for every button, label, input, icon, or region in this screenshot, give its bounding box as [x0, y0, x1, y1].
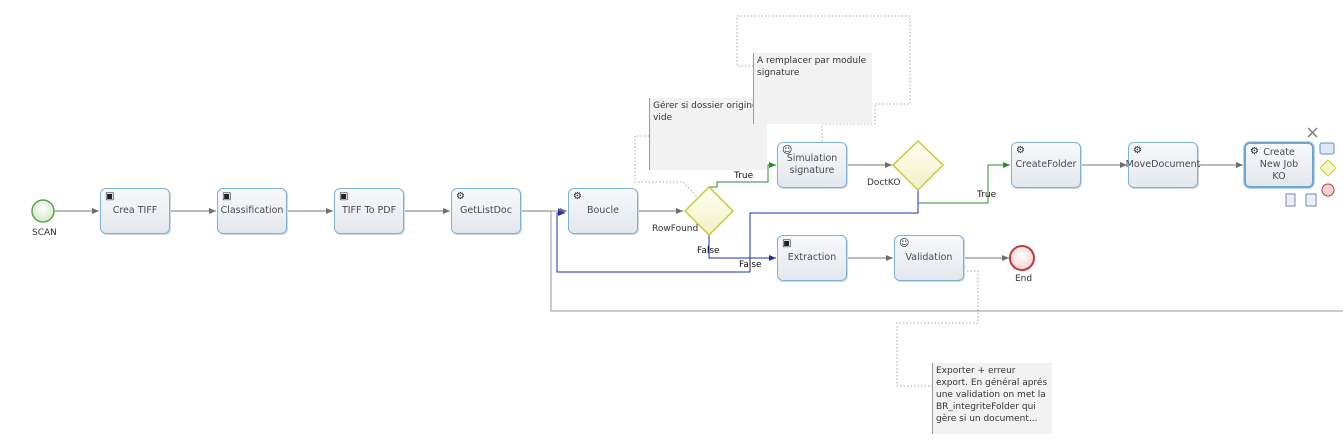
task-crea-tiff[interactable]: ▣ Crea TIFF	[100, 188, 170, 234]
context-pad[interactable]	[1285, 127, 1337, 207]
flow-label-doctko-false: False	[739, 260, 762, 270]
gateway-rowfound	[683, 185, 735, 237]
camera-icon: ▣	[782, 238, 792, 249]
task-move-document[interactable]: ⚙ MoveDocument	[1126, 142, 1200, 188]
task-create-new-job-ko[interactable]: ⚙ Create New Job KO	[1244, 142, 1314, 188]
sequence-flows	[55, 162, 1343, 312]
annotation-exporter[interactable]: Exporter + erreur export. En général apr…	[932, 363, 1052, 434]
gears-icon: ⚙	[456, 191, 465, 202]
context-gateway-icon	[1319, 159, 1337, 177]
flow-rowfound-false	[708, 235, 776, 261]
end-event-label: End	[1015, 274, 1033, 284]
gateway-doctko	[891, 139, 945, 192]
task-create-folder[interactable]: ⚙ CreateFolder	[1011, 142, 1081, 188]
context-close-icon	[1307, 127, 1318, 138]
start-event-label: SCAN	[32, 228, 57, 238]
task-boucle[interactable]: ⚙ Boucle	[568, 188, 638, 234]
task-tiff-to-pdf[interactable]: ▣ TIFF To PDF	[334, 188, 404, 234]
flow-label-rowfound-false: False	[697, 246, 720, 256]
annotation-gerer[interactable]: Gérer si dossier origine vide	[649, 98, 767, 170]
task-simulation-signature[interactable]: ☺ Simulation signature	[777, 142, 847, 188]
gateway-rowfound-label: RowFound	[652, 224, 699, 234]
task-get-list-doc[interactable]: ⚙ GetListDoc	[451, 188, 521, 234]
annotation-remplacer[interactable]: A remplacer par module signature	[753, 53, 872, 124]
user-icon: ☺	[899, 238, 910, 249]
flow-rowfound-true	[709, 162, 776, 188]
annotation-associations	[634, 15, 979, 387]
camera-icon: ▣	[105, 191, 115, 202]
task-extraction[interactable]: ▣ Extraction	[777, 235, 847, 281]
camera-icon: ▣	[222, 191, 232, 202]
flow-label-doctko-true: True	[977, 190, 997, 200]
flow-label-rowfound-true: True	[734, 171, 754, 181]
end-event	[1009, 245, 1035, 271]
context-task-icon	[1319, 142, 1335, 155]
gears-icon: ⚙	[1133, 145, 1142, 156]
context-link-icon	[1305, 193, 1317, 207]
gears-icon: ⚙	[1250, 146, 1259, 157]
task-validation[interactable]: ☺ Validation	[894, 235, 964, 281]
flow-doctko-false	[556, 190, 919, 273]
context-end-icon	[1321, 183, 1335, 197]
gateway-doctko-label: DoctKO	[867, 178, 901, 188]
user-icon: ☺	[782, 145, 793, 156]
context-doc-icon	[1285, 193, 1296, 207]
start-event	[31, 199, 55, 223]
gears-icon: ⚙	[1016, 145, 1025, 156]
task-classification[interactable]: ▣ Classification	[217, 188, 287, 234]
gears-icon: ⚙	[573, 191, 582, 202]
camera-icon: ▣	[339, 191, 349, 202]
